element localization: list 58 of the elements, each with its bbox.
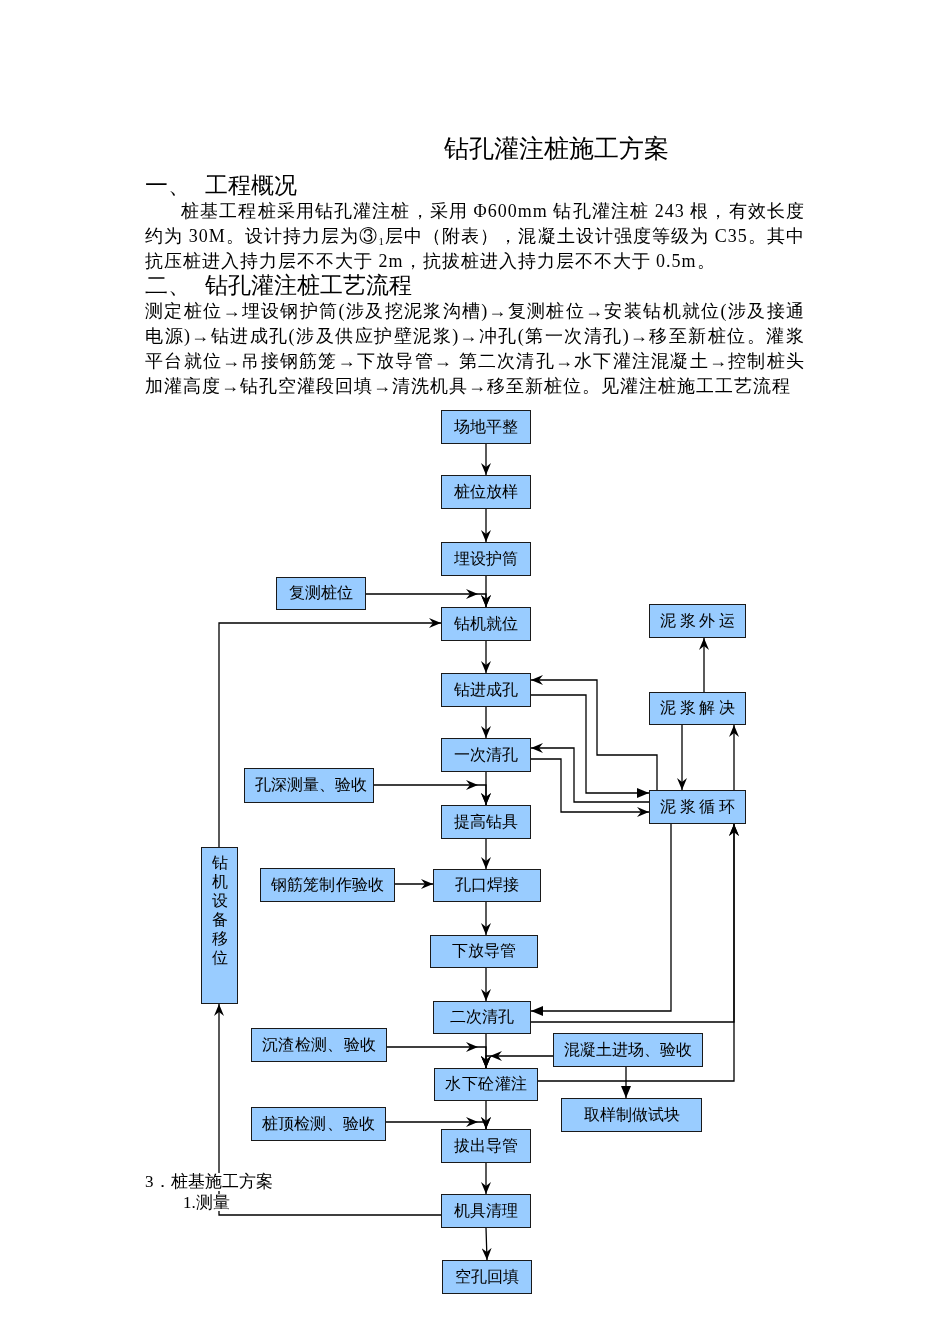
arrow xyxy=(385,1117,491,1130)
section-heading: 二、 钻孔灌注桩工艺流程 xyxy=(145,272,412,300)
arrow xyxy=(699,637,709,693)
process-box: 孔深测量、验收 xyxy=(244,768,374,803)
process-box: 钢筋笼制作验收 xyxy=(260,868,395,902)
body-paragraph: 测定桩位→埋设钢护筒(涉及挖泥浆沟槽)→复测桩位→安装钻机就位(涉及接通电源)→钻进成孔(涉及供应护壁泥浆)→冲孔(第一次清孔)→移至新桩位。灌浆平台就位→吊接钢筋笼→下放导管→ 第二次清孔→水下灌注混凝土→控制桩头加灌高度→钻孔空灌段回填→清洗机具→移至新桩位。见灌注桩施工工艺流程 xyxy=(145,299,805,398)
subsection-heading: 1.测量 xyxy=(183,1194,230,1211)
arrow xyxy=(481,640,491,674)
section-heading: 3．桩基施工方案 xyxy=(145,1173,273,1191)
process-box: 提高钻具 xyxy=(441,805,531,839)
arrow xyxy=(214,1003,442,1216)
process-box: 水下砼灌注 xyxy=(434,1068,538,1101)
process-box: 拔出导管 xyxy=(441,1129,531,1163)
arrow xyxy=(218,618,442,848)
process-box: 钻机设备移位 xyxy=(201,847,238,1004)
process-box: 孔口焊接 xyxy=(433,869,541,902)
process-box: 取样制做试块 xyxy=(561,1098,702,1132)
arrow xyxy=(537,823,739,1082)
arrow xyxy=(621,1066,631,1099)
arrow xyxy=(481,508,491,543)
arrow xyxy=(481,967,491,1002)
arrow xyxy=(530,758,650,817)
arrow xyxy=(481,901,491,936)
process-box: 埋设护筒 xyxy=(441,542,531,576)
body-paragraph: 桩基工程桩采用钻孔灌注桩，采用 Φ600mm 钻孔灌注桩 243 根，有效长度约为 30M。设计持力层为③$_{1}$层中（附表），混凝土设计强度等级为 C35。其中抗压桩进入持力层不不大于 2m，抗拔桩进入持力层不不大于 0.5m。 xyxy=(145,199,805,273)
arrow xyxy=(530,823,672,1016)
process-box: 空孔回填 xyxy=(442,1260,532,1294)
arrow xyxy=(365,589,491,608)
arrow xyxy=(481,838,491,870)
arrow xyxy=(481,1162,491,1195)
process-box: 沉渣检测、验收 xyxy=(251,1028,387,1062)
arrow xyxy=(530,694,650,798)
process-box: 泥浆外运 xyxy=(649,604,746,638)
section-heading: 一、 工程概况 xyxy=(145,172,297,200)
arrow xyxy=(481,1051,554,1069)
arrow xyxy=(729,724,739,791)
process-box: 二次清孔 xyxy=(433,1001,531,1034)
arrow xyxy=(373,780,491,806)
process-box: 混凝土进场、验收 xyxy=(553,1033,703,1067)
arrow xyxy=(481,1227,492,1261)
process-box: 复测桩位 xyxy=(276,577,366,610)
arrow xyxy=(677,724,687,791)
arrow xyxy=(530,743,650,803)
arrow xyxy=(481,706,491,739)
process-box: 机具清理 xyxy=(441,1194,531,1228)
process-box: 下放导管 xyxy=(430,935,538,968)
process-box: 桩位放样 xyxy=(441,475,531,509)
process-box: 一次清孔 xyxy=(441,738,531,772)
process-box: 桩顶检测、验收 xyxy=(251,1107,386,1141)
page-title: 钻孔灌注桩施工方案 xyxy=(444,134,669,164)
arrow xyxy=(481,443,491,476)
arrow xyxy=(394,879,434,889)
process-box: 钻机就位 xyxy=(441,607,531,641)
process-box: 钻进成孔 xyxy=(441,673,531,707)
process-box: 泥浆循环 xyxy=(649,790,746,824)
process-box: 场地平整 xyxy=(441,410,531,444)
process-box: 泥浆解决 xyxy=(649,692,746,725)
arrow xyxy=(530,675,658,791)
